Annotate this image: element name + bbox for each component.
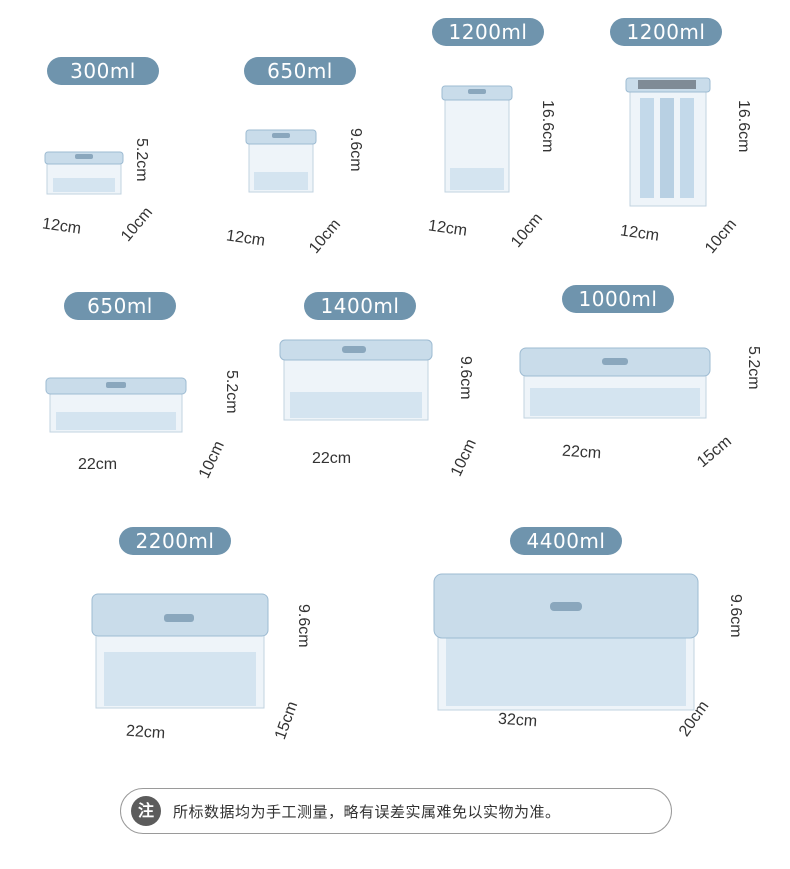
capacity-badge: 650ml [64,292,176,320]
height-label: 9.6cm [457,356,474,400]
capacity-badge: 1400ml [304,292,416,320]
width-label: 22cm [125,722,166,743]
width-label: 12cm [225,227,267,250]
capacity-badge: 4400ml [510,527,622,555]
depth-label: 10cm [508,210,547,251]
depth-label: 10cm [118,204,157,245]
width-label: 12cm [427,217,469,240]
height-label: 16.6cm [735,100,752,153]
depth-label: 15cm [694,432,735,472]
depth-label: 15cm [272,699,302,742]
height-label: 5.2cm [133,138,150,182]
height-label: 9.6cm [295,604,312,648]
width-label: 22cm [78,456,118,473]
container-image [519,346,711,424]
capacity-badge: 1200ml [610,18,722,46]
container-image [45,376,188,440]
capacity-badge: 650ml [244,57,356,85]
depth-label: 10cm [702,216,741,257]
container-image [44,148,125,200]
capacity-badge: 1000ml [562,285,674,313]
measurement-note: 注 所标数据均为手工测量，略有误差实属难免以实物为准。 [120,788,672,834]
capacity-badge: 2200ml [119,527,231,555]
container-image [625,76,712,212]
depth-label: 10cm [448,436,480,480]
width-label: 22cm [312,450,352,467]
width-label: 12cm [619,222,661,245]
container-image [91,592,269,714]
note-text: 所标数据均为手工测量，略有误差实属难免以实物为准。 [173,803,561,821]
height-label: 5.2cm [223,370,240,414]
capacity-badge: 300ml [47,57,159,85]
depth-label: 10cm [196,438,228,482]
note-icon: 注 [131,796,161,826]
height-label: 5.2cm [745,346,762,390]
height-label: 9.6cm [727,594,744,638]
depth-label: 10cm [306,216,345,257]
height-label: 9.6cm [347,128,364,172]
container-image [245,128,318,198]
width-label: 32cm [497,710,538,731]
height-label: 16.6cm [539,100,556,153]
container-image [441,84,514,198]
width-label: 12cm [41,215,83,238]
capacity-badge: 1200ml [432,18,544,46]
container-image [433,572,700,716]
width-label: 22cm [561,442,602,463]
container-image [279,338,433,426]
